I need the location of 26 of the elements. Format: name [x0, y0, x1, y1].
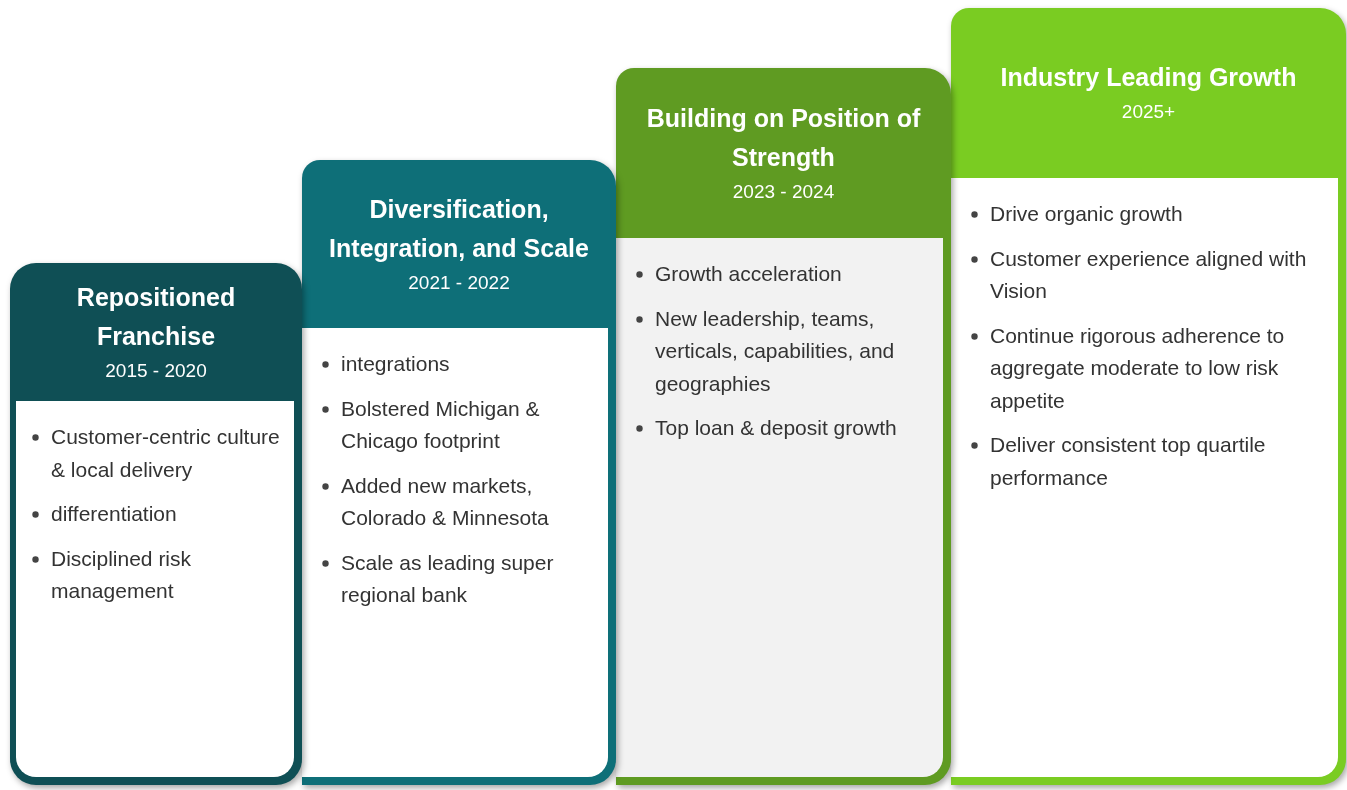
bullet-text: New leadership, teams, verticals, capabilities, and geographies [655, 305, 896, 397]
year-range: 2025+ [1121, 100, 1176, 125]
stage-card [951, 8, 1346, 785]
stage-title: Industry Leading Growth [999, 62, 1298, 94]
bullet-text: Deliver consistent top quartile performance [990, 432, 1267, 491]
bullet-text: Customer-centric culture & local delivery [51, 424, 281, 483]
stage-title: Repositioned Franchise [75, 282, 237, 352]
bullet-text: Continue rigorous adherence to aggregate moderate to low risk appetite [990, 322, 1286, 414]
year-range: 2023 - 2024 [732, 179, 835, 204]
bullet-text: Disciplined risk management [51, 545, 193, 605]
bullet-text: Added new markets, Colorado & Minnesota [341, 472, 550, 532]
bullet-text: Customer experience aligned with Vision [990, 245, 1308, 305]
bullet-text: Scale as leading super regional bank [341, 549, 555, 609]
stage-card [616, 68, 951, 785]
bullet-text: Growth acceleration [655, 261, 842, 287]
stage-title: Building on Position of Strength [645, 103, 922, 173]
bullet-text: Top loan & deposit growth [655, 415, 897, 442]
year-range: 2015 - 2020 [105, 358, 207, 383]
bullet-text: integrations [341, 351, 450, 377]
bullet-text: Drive organic growth [990, 201, 1183, 227]
year-range: 2021 - 2022 [408, 270, 510, 295]
stage-card [10, 263, 302, 785]
stage-title: Diversification, Integration, and Scale [328, 194, 590, 264]
stage-card [302, 160, 616, 785]
bullet-text: Bolstered Michigan & Chicago footprint [341, 395, 541, 455]
bullet-text: differentiation [51, 501, 177, 528]
